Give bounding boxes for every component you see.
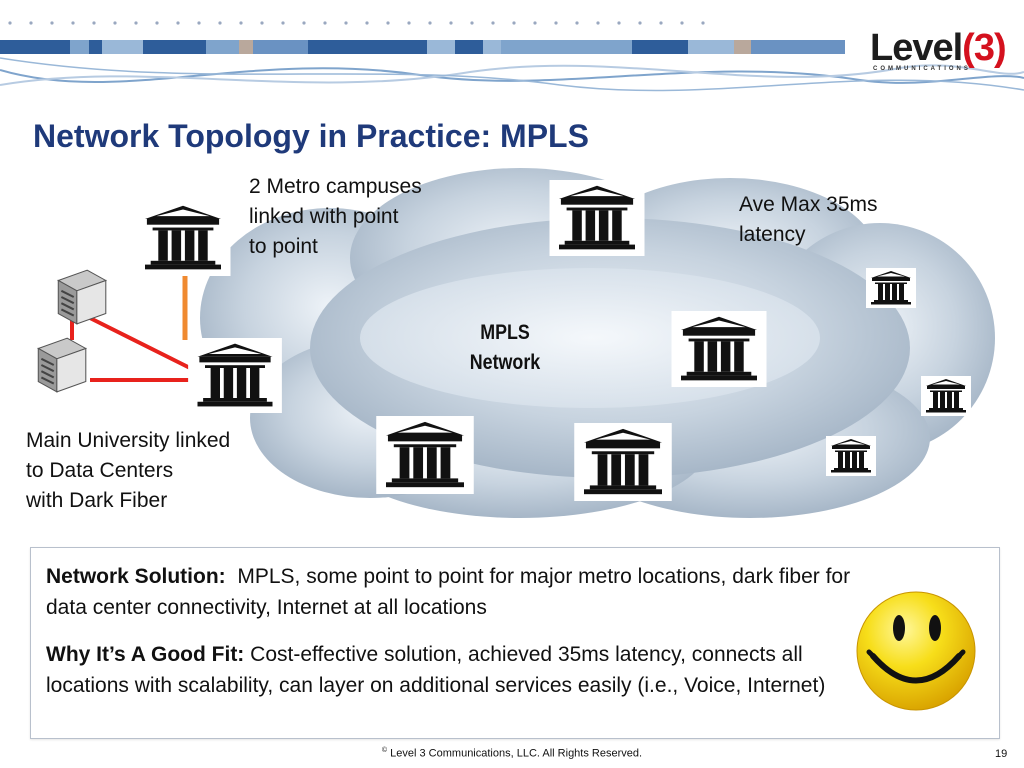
header-swoosh-decoration bbox=[0, 57, 1024, 92]
footer-copyright: © Level 3 Communications, LLC. All Right… bbox=[0, 747, 1024, 760]
building-icon bbox=[185, 338, 285, 413]
building-icon bbox=[546, 180, 648, 256]
network-solution-text: MPLS, some point to point for major metr… bbox=[46, 565, 851, 619]
latency-label: Ave Max 35ms latency bbox=[739, 193, 878, 246]
server-icon bbox=[50, 266, 112, 328]
building-icon bbox=[373, 416, 477, 494]
building-icon bbox=[920, 376, 972, 416]
copyright-symbol: © bbox=[381, 747, 388, 754]
dark-fiber-link bbox=[89, 316, 191, 370]
metro-campuses-label: 2 Metro campuses linked with point to po… bbox=[249, 175, 422, 258]
slide-title: Network Topology in Practice: MPLS bbox=[33, 118, 589, 154]
mpls-network-label: MPLS Network bbox=[469, 321, 541, 374]
building-icon bbox=[571, 423, 675, 501]
level3-logo: Level(3) COMMUNICATIONS bbox=[870, 28, 1010, 72]
good-fit-heading: Why It’s A Good Fit: bbox=[46, 643, 245, 666]
good-fit-paragraph: Why It’s A Good Fit: Cost-effective solu… bbox=[46, 639, 846, 701]
building-icon bbox=[865, 268, 917, 308]
good-fit-text: Cost-effective solution, achieved 35ms l… bbox=[46, 643, 826, 697]
logo-subtitle: COMMUNICATIONS bbox=[873, 66, 971, 72]
network-solution-heading: Network Solution: bbox=[46, 565, 226, 588]
smiley-face-icon bbox=[856, 591, 976, 711]
building-icon bbox=[133, 200, 233, 276]
logo-text: Level(3) bbox=[870, 27, 1007, 69]
network-solution-paragraph: Network Solution: MPLS, some point to po… bbox=[46, 561, 886, 623]
header-stripe-decoration bbox=[0, 40, 846, 54]
building-icon bbox=[668, 311, 770, 387]
building-icon bbox=[825, 436, 877, 476]
university-label: Main University linked to Data Centers w… bbox=[26, 429, 231, 512]
logo-accent-3: (3) bbox=[962, 27, 1006, 69]
page-number: 19 bbox=[995, 748, 1008, 760]
header-dots-decoration bbox=[8, 21, 705, 25]
server-icon bbox=[30, 334, 92, 396]
solution-box: Network Solution: MPLS, some point to po… bbox=[30, 547, 1000, 739]
copyright-text: Level 3 Communications, LLC. All Rights … bbox=[390, 747, 643, 760]
cloud-icon bbox=[200, 168, 995, 518]
